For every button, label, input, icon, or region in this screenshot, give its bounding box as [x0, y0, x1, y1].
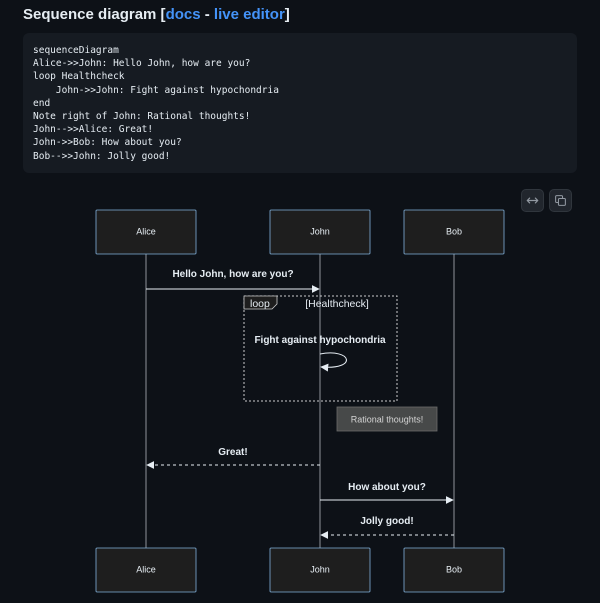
message-label: Fight against hypochondria: [254, 335, 386, 346]
code-block: sequenceDiagram Alice->>John: Hello John…: [23, 33, 577, 173]
code-line: John-->>Alice: Great!: [33, 124, 154, 136]
note-box: Rational thoughts!: [336, 406, 438, 432]
copy-icon: [555, 195, 566, 206]
code-line: sequenceDiagram: [33, 45, 119, 56]
actor-alice-top: Alice: [95, 209, 197, 255]
heading-open-bracket: [: [156, 6, 166, 23]
actor-john-bottom: John: [269, 547, 371, 593]
heading-title: Sequence diagram: [23, 6, 157, 23]
actor-label: John: [310, 564, 330, 574]
loop-box: loop [Healthcheck]: [243, 295, 398, 402]
code-line: Note right of John: Rational thoughts!: [33, 111, 251, 123]
actor-label: Bob: [446, 226, 462, 236]
actor-bob-bottom: Bob: [403, 547, 505, 593]
code-line: John->>Bob: How about you?: [33, 137, 182, 149]
note-text: Rational thoughts!: [351, 414, 424, 424]
code-line: John->>John: Fight against hypochondria: [33, 84, 279, 96]
copy-button[interactable]: [549, 189, 572, 212]
loop-condition: [Healthcheck]: [305, 298, 369, 310]
heading-close-bracket: ]: [284, 6, 290, 23]
heading-separator: -: [200, 6, 214, 23]
actor-john-top: John: [269, 209, 371, 255]
actor-label: Alice: [136, 564, 156, 574]
loop-keyword: loop: [250, 298, 270, 310]
live-editor-link[interactable]: live editor: [213, 6, 285, 23]
actor-alice-bottom: Alice: [95, 547, 197, 593]
message-label: How about you?: [348, 482, 426, 493]
message-label: Great!: [218, 447, 247, 458]
message-label: Hello John, how are you?: [172, 269, 293, 280]
expand-horizontal-icon: [526, 197, 539, 204]
code-line: end: [33, 97, 51, 109]
actor-bob-top: Bob: [403, 209, 505, 255]
actor-label: Alice: [136, 226, 156, 236]
actor-label: John: [310, 226, 330, 236]
code-line: loop Healthcheck: [33, 71, 125, 83]
self-message-arrow: [319, 352, 347, 372]
code-line: Bob-->>John: Jolly good!: [33, 150, 171, 162]
actor-label: Bob: [446, 564, 462, 574]
code-line: Alice->>John: Hello John, how are you?: [33, 58, 251, 70]
message-label: Jolly good!: [360, 516, 413, 527]
docs-link[interactable]: docs: [165, 6, 201, 23]
page-heading: Sequence diagram [docs - live editor]: [23, 6, 290, 23]
expand-button[interactable]: [521, 189, 544, 212]
